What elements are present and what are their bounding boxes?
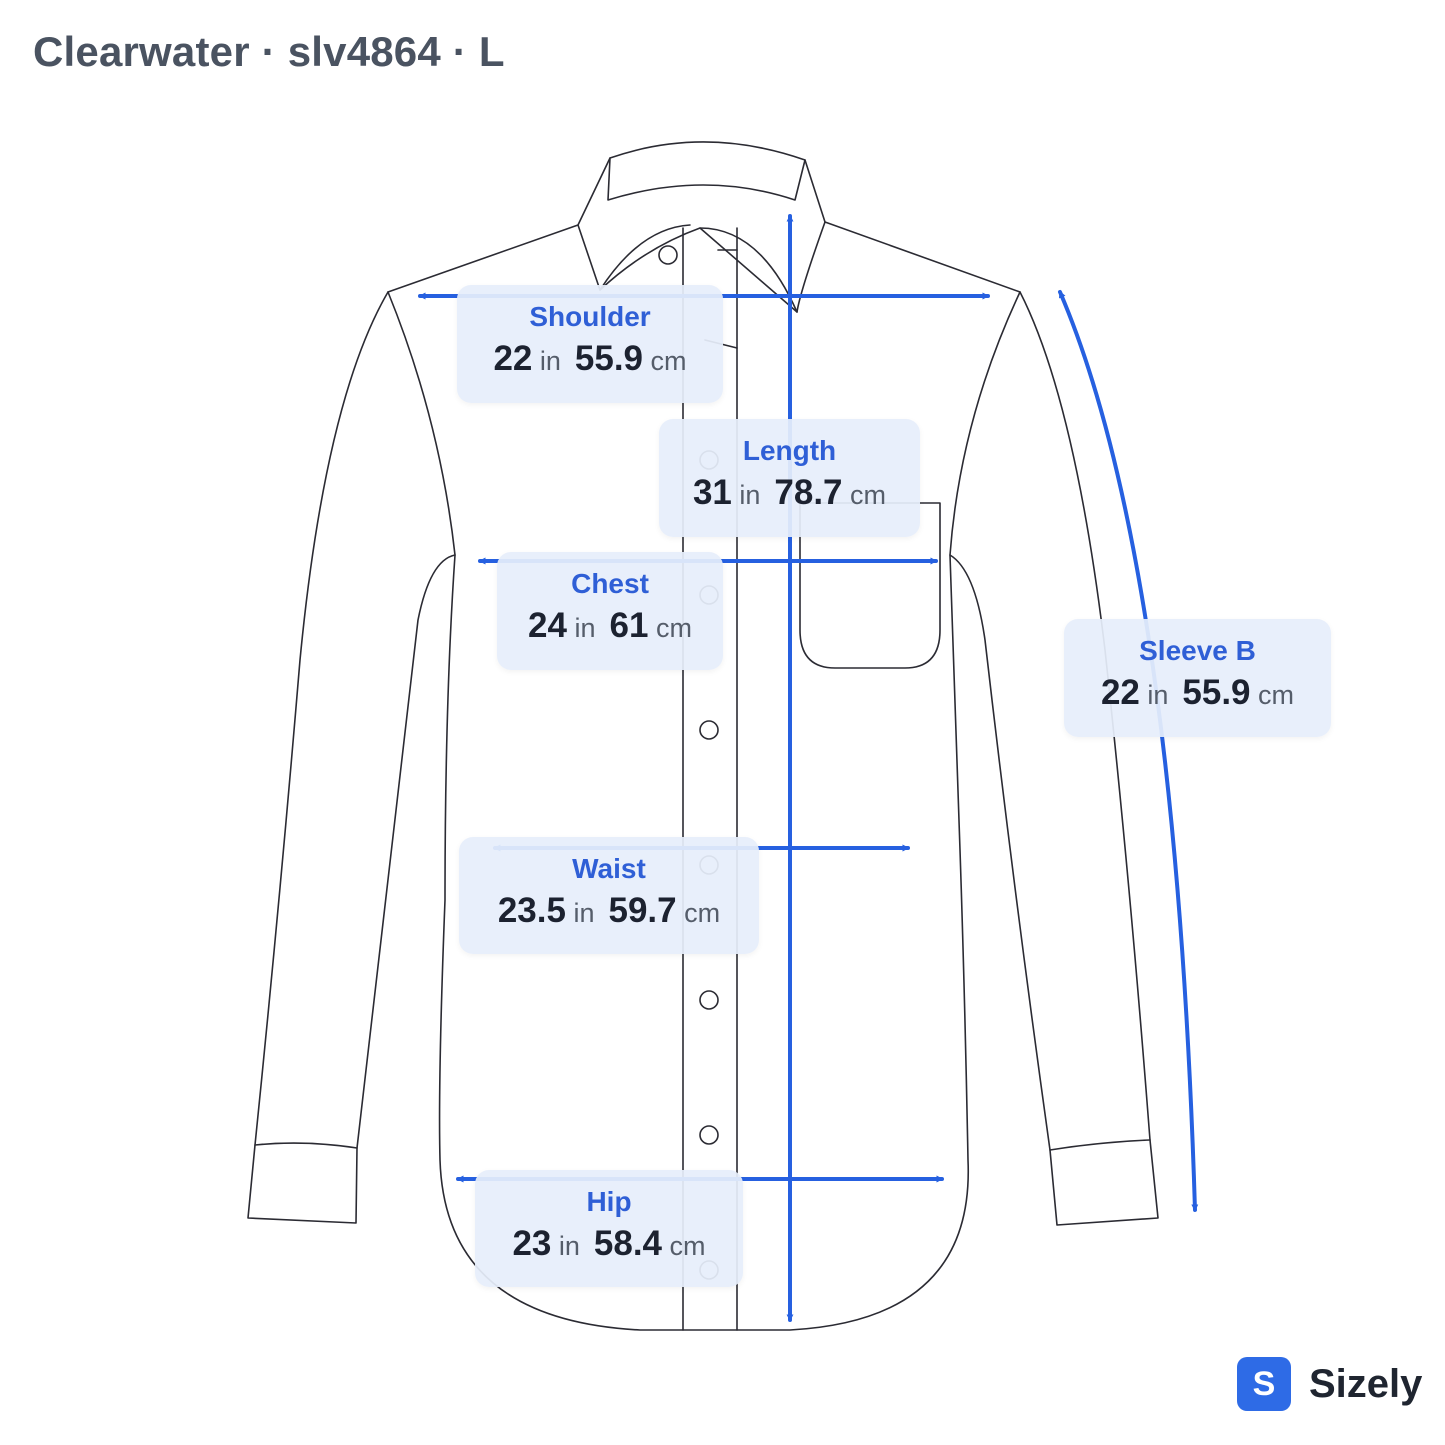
value-cm: 61 <box>609 606 649 645</box>
unit-cm: cm <box>684 898 721 928</box>
measurement-label: Chest <box>571 568 649 599</box>
button <box>699 990 719 1010</box>
value-inches: 23.5 <box>497 891 566 930</box>
right-shoulder-seam <box>824 221 1021 293</box>
value-inches: 31 <box>692 473 732 512</box>
value-cm: 55.9 <box>574 339 644 378</box>
hip-measurement: Hip 23 in 58.4 cm <box>475 1170 743 1287</box>
button <box>658 245 678 265</box>
waist-measurement: Waist 23.5 in 59.7 cm <box>459 837 759 954</box>
chest-measurement: Chest 24 in 61 cm <box>497 552 723 670</box>
page-title: Clearwater · slv4864 · L <box>33 28 505 75</box>
sleeve-measurement: Sleeve B 22 in 55.9 cm <box>1064 619 1331 737</box>
length-measurement: Length 31 in 78.7 cm <box>659 419 920 537</box>
unit-cm: cm <box>850 480 887 510</box>
value-cm: 78.7 <box>774 473 843 512</box>
brand-name: Sizely <box>1309 1361 1423 1406</box>
button <box>699 720 719 740</box>
value-inches: 22 <box>1100 673 1140 712</box>
unit-cm: cm <box>655 613 692 643</box>
value-inches: 24 <box>528 606 567 645</box>
brand-logo-icon: S <box>1237 1357 1291 1411</box>
measurement-label: Waist <box>572 853 646 884</box>
right-sleeve <box>949 291 1159 1226</box>
value-inches: 23 <box>512 1224 552 1263</box>
value-cm: 58.4 <box>593 1224 663 1263</box>
button <box>699 1125 719 1145</box>
pocket <box>799 502 941 669</box>
left-sleeve <box>247 291 456 1224</box>
unit-inches: in <box>739 480 761 510</box>
value-cm: 55.9 <box>1182 673 1251 712</box>
value-inches: 22 <box>493 339 533 378</box>
measurement-label: Shoulder <box>529 301 651 332</box>
unit-inches: in <box>1147 680 1169 710</box>
collar-inner <box>607 157 806 201</box>
unit-inches: in <box>558 1231 580 1261</box>
measurement-label: Length <box>742 435 837 466</box>
unit-inches: in <box>539 346 561 376</box>
shirt-body <box>438 554 969 1331</box>
right-cuff-line <box>1049 1139 1151 1151</box>
brand: S Sizely <box>1237 1357 1422 1411</box>
shoulder-measurement: Shoulder 22 in 55.9 cm <box>457 285 723 403</box>
collar-point-left <box>599 224 691 291</box>
measurement-label: Sleeve B <box>1139 635 1256 666</box>
unit-cm: cm <box>650 346 687 376</box>
measurement-label: Hip <box>586 1186 632 1217</box>
collar-band <box>577 141 826 313</box>
value-cm: 59.7 <box>608 891 677 930</box>
placket <box>682 227 738 1331</box>
left-cuff-line <box>254 1142 358 1149</box>
sleeve-arrow <box>1058 290 1199 1212</box>
unit-cm: cm <box>669 1231 706 1261</box>
unit-cm: cm <box>1258 680 1295 710</box>
unit-inches: in <box>574 613 596 643</box>
unit-inches: in <box>573 898 595 928</box>
left-shoulder-seam <box>387 224 579 293</box>
